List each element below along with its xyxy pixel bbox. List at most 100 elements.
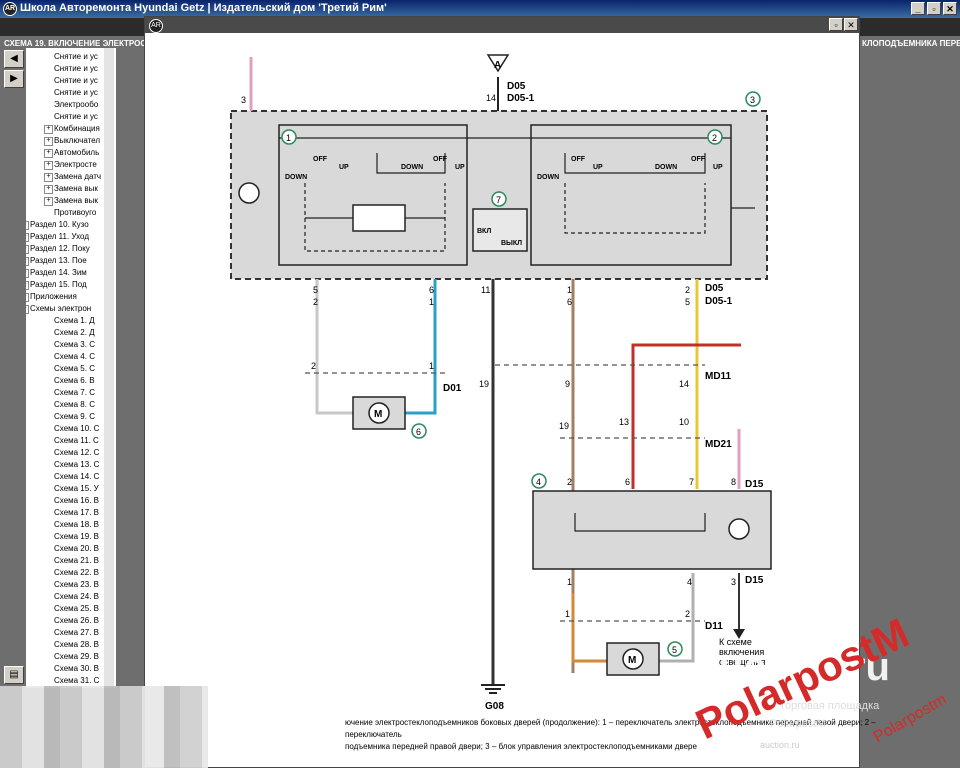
svg-text:13: 13 — [619, 417, 629, 427]
tree-expand-icon[interactable]: + — [44, 173, 53, 182]
tree-item[interactable]: Раздел 15. Под — [30, 280, 87, 289]
svg-text:2: 2 — [685, 285, 690, 295]
tree-expand-icon[interactable]: + — [44, 185, 53, 194]
tree-scrollbar[interactable] — [104, 48, 114, 688]
tree-item[interactable]: Схема 12. С — [54, 448, 100, 457]
tree-item[interactable]: Схема 31. С — [54, 676, 100, 685]
tree-item[interactable]: Схема 18. В — [54, 520, 99, 529]
tree-item[interactable]: Схема 27. В — [54, 628, 99, 637]
tree-item[interactable]: Схема 28. В — [54, 640, 99, 649]
tree-item[interactable]: Схема 2. Д — [54, 328, 95, 337]
tree-item[interactable]: Снятие и ус — [54, 52, 98, 61]
svg-text:6: 6 — [567, 297, 572, 307]
diagram-restore-button[interactable]: ▫ — [829, 18, 843, 31]
svg-text:5: 5 — [313, 285, 318, 295]
tree-item[interactable]: Раздел 13. Пое — [30, 256, 87, 265]
tree-item[interactable]: Схема 25. В — [54, 604, 99, 613]
tree-item[interactable]: Схема 8. С — [54, 400, 95, 409]
tree-expand-icon[interactable]: + — [44, 197, 53, 206]
svg-text:OFF: OFF — [433, 156, 448, 163]
tree-item[interactable]: Снятие и ус — [54, 76, 98, 85]
tree-item[interactable]: Схема 16. В — [54, 496, 99, 505]
tree-item[interactable]: Схема 19. В — [54, 532, 99, 541]
svg-text:7: 7 — [689, 477, 694, 487]
tree-item[interactable]: Приложения — [30, 292, 77, 301]
tree-item[interactable]: Снятие и ус — [54, 64, 98, 73]
svg-text:6: 6 — [416, 427, 421, 437]
svg-text:M: M — [374, 409, 382, 420]
tree-item[interactable]: Схема 5. С — [54, 364, 95, 373]
tree-item[interactable]: Схема 21. В — [54, 556, 99, 565]
tree-expand-icon[interactable]: + — [44, 161, 53, 170]
tree-expand-icon[interactable]: + — [26, 221, 29, 230]
tree-item[interactable]: Раздел 10. Кузо — [30, 220, 89, 229]
tree-item[interactable]: Комбинация — [54, 124, 100, 133]
tree-expand-icon[interactable]: + — [44, 137, 53, 146]
tree-item[interactable]: Схема 30. В — [54, 664, 99, 673]
tree-item[interactable]: Схема 3. С — [54, 340, 95, 349]
tree-item[interactable]: Автомобиль — [54, 148, 100, 157]
tree-item[interactable]: Схема 23. В — [54, 580, 99, 589]
tree-expand-icon[interactable]: + — [26, 257, 29, 266]
tree-expand-icon[interactable]: + — [26, 269, 29, 278]
svg-text:ВКЛ: ВКЛ — [477, 228, 491, 235]
tree-item[interactable]: Замена вык — [54, 196, 98, 205]
tree-item[interactable]: Снятие и ус — [54, 88, 98, 97]
tree-item[interactable]: Схемы электрон — [30, 304, 92, 313]
switch-2-block — [530, 124, 732, 266]
tree-expand-icon[interactable]: + — [26, 233, 29, 242]
window-title: Школа Авторемонта Hyundai Getz | Издател… — [20, 2, 387, 14]
tree-item[interactable]: Схема 20. В — [54, 544, 99, 553]
tree-expand-icon[interactable]: + — [44, 149, 53, 158]
maximize-button[interactable]: ▫ — [927, 2, 941, 15]
svg-text:19: 19 — [559, 421, 569, 431]
tree-item[interactable]: Схема 4. С — [54, 352, 95, 361]
svg-text:2: 2 — [712, 133, 717, 143]
tree-item[interactable]: Схема 10. С — [54, 424, 100, 433]
tree-expand-icon[interactable]: − — [26, 305, 29, 314]
tree-expand-icon[interactable]: + — [44, 125, 53, 134]
diagram-close-button[interactable]: ✕ — [844, 18, 858, 31]
tree-item[interactable]: Раздел 12. Поку — [30, 244, 90, 253]
back-arrow-icon[interactable]: ◀ — [4, 50, 24, 68]
tree-item[interactable]: Схема 17. В — [54, 508, 99, 517]
svg-text:D15: D15 — [745, 575, 764, 586]
tree-item[interactable]: Схема 9. С — [54, 412, 95, 421]
tree-item[interactable]: Схема 13. С — [54, 460, 100, 469]
tree-item[interactable]: Выключател — [54, 136, 101, 145]
tree-item[interactable]: Замена вык — [54, 184, 98, 193]
tree-item[interactable]: Схема 26. В — [54, 616, 99, 625]
block-number-7: 7 — [491, 191, 507, 207]
svg-text:1: 1 — [429, 361, 434, 371]
tree-item[interactable]: Схема 14. С — [54, 472, 100, 481]
tree-item[interactable]: Раздел 14. Зим — [30, 268, 87, 277]
tree-item[interactable]: Замена датч — [54, 172, 102, 181]
tree-item[interactable]: Схема 7. С — [54, 388, 95, 397]
connector-label: D05-1 — [507, 93, 535, 104]
tree-item[interactable]: Схема 1. Д — [54, 316, 95, 325]
svg-text:D01: D01 — [443, 383, 462, 394]
tree-item[interactable]: Электросте — [54, 160, 97, 169]
close-button[interactable]: ✕ — [943, 2, 957, 15]
tree-expand-icon[interactable]: + — [26, 293, 29, 302]
tree-item[interactable]: Схема 11. С — [54, 436, 99, 445]
tree-item[interactable]: Схема 6. В — [54, 376, 95, 385]
tree-item[interactable]: Раздел 11. Уход — [30, 232, 89, 241]
blurred-region — [0, 686, 208, 768]
tree-item[interactable]: Противоуго — [54, 208, 97, 217]
tree-item[interactable]: Схема 22. В — [54, 568, 99, 577]
power-source-icon — [486, 54, 510, 73]
tree-item[interactable]: Электрообо — [54, 100, 99, 109]
tree-item[interactable]: Схема 29. В — [54, 652, 99, 661]
forward-arrow-icon[interactable]: ▶ — [4, 70, 24, 88]
print-icon[interactable]: ▤ — [4, 666, 24, 684]
tree-item[interactable]: Схема 15. У — [54, 484, 99, 493]
tree-expand-icon[interactable]: + — [26, 245, 29, 254]
tree-expand-icon[interactable]: + — [26, 281, 29, 290]
tree-item[interactable]: Схема 24. В — [54, 592, 99, 601]
tree-item[interactable]: Снятие и ус — [54, 112, 98, 121]
minimize-button[interactable]: _ — [911, 2, 925, 15]
block-number-2: 2 — [707, 129, 723, 145]
power-label: A — [494, 60, 501, 71]
contents-tree: Снятие и ус Снятие и ус Снятие и ус Снятие … — [26, 48, 116, 688]
